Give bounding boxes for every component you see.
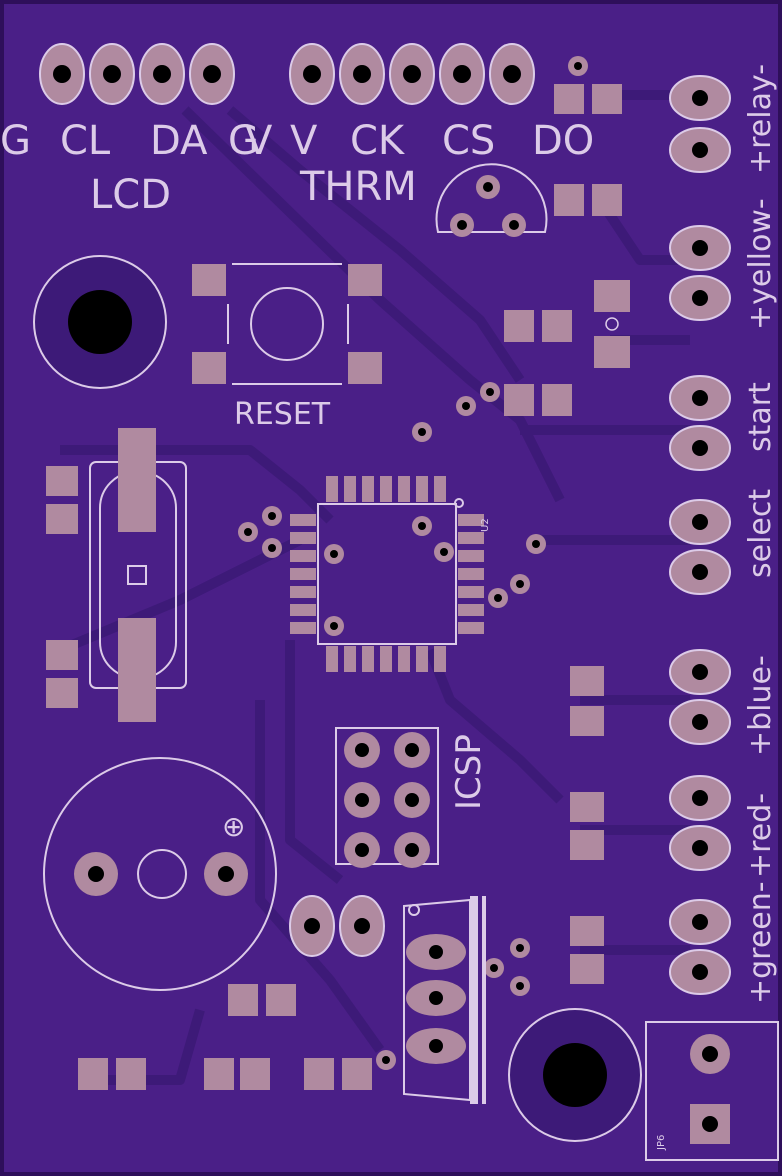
start-label: start xyxy=(743,382,778,452)
reset-button-footprint xyxy=(192,263,382,385)
voltage-regulator-footprint xyxy=(403,896,486,1104)
select-label: select xyxy=(743,489,778,578)
therm-pin-label-v: V xyxy=(290,118,318,164)
two-pin-header-holes xyxy=(304,918,370,934)
therm-pin-label-cs: CS xyxy=(442,118,495,164)
mounting-hole-bottom-right xyxy=(508,1008,642,1142)
u2-label: U2 xyxy=(480,518,491,532)
green-label: +green- xyxy=(743,881,778,1004)
right-connector-holes xyxy=(692,90,708,980)
mounting-hole-top-left xyxy=(33,255,167,389)
buzzer-polarity-mark: ⊕ xyxy=(222,810,245,843)
therm-header-holes xyxy=(303,65,521,83)
jp6-connector xyxy=(645,1021,779,1161)
thermistor-footprint xyxy=(435,163,548,237)
lcd-pin-label-da: DA xyxy=(150,118,208,164)
lcd-pin-label-g: G xyxy=(0,118,31,164)
via-holes xyxy=(244,62,582,1064)
blue-label: +blue- xyxy=(743,655,778,756)
copper-traces xyxy=(58,90,690,1085)
jp6-label: JP6 xyxy=(656,1135,667,1151)
therm-pin-label-ck: CK xyxy=(350,118,406,164)
lcd-pin-label-cl: CL xyxy=(60,118,111,164)
lcd-label: LCD xyxy=(90,172,171,218)
therm-pin-label-do: DO xyxy=(532,118,594,164)
crystal-footprint xyxy=(89,428,187,722)
lcd-pin-label-g2: G xyxy=(228,118,259,164)
led-indicator-mark xyxy=(605,317,619,331)
smd-pads xyxy=(46,84,630,1090)
red-label: +red- xyxy=(743,793,778,878)
yellow-label: +yellow- xyxy=(743,198,778,330)
icsp-header xyxy=(335,727,439,868)
lcd-header-holes xyxy=(53,65,221,83)
lcd-pin-label-v: V xyxy=(245,118,273,164)
icsp-label: ICSP xyxy=(449,734,489,810)
buzzer-footprint xyxy=(43,757,277,991)
mcu-chip-u2 xyxy=(290,476,484,672)
reset-label: RESET xyxy=(234,397,331,432)
relay-label: +relay- xyxy=(743,64,778,174)
therm-label: THRM xyxy=(299,164,417,210)
